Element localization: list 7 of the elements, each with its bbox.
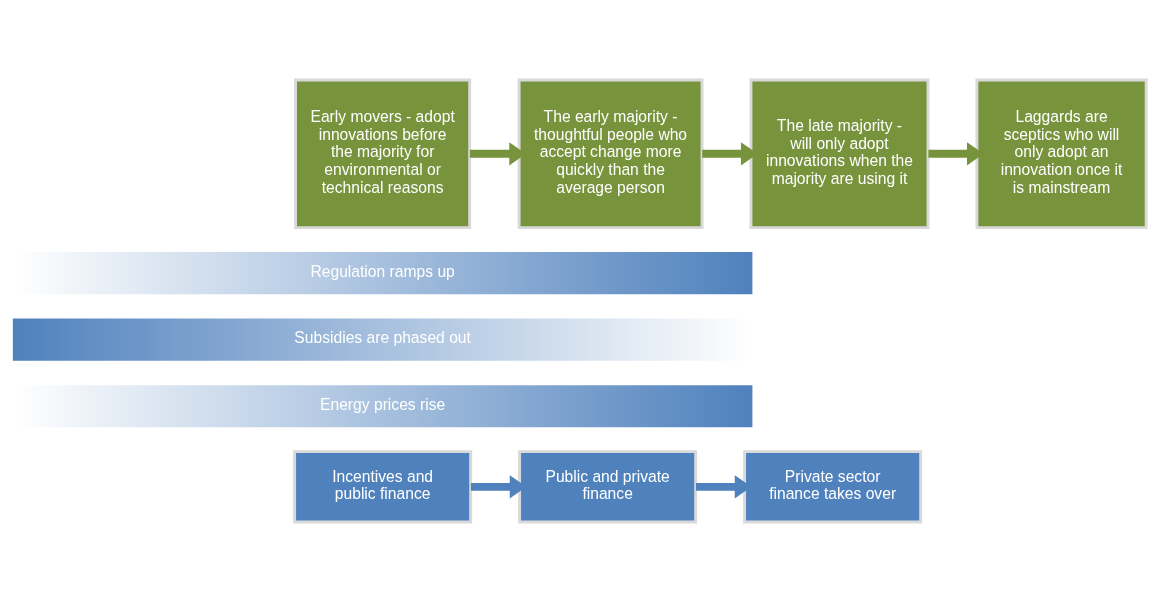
node-box: The late majority - will only adopt innovations when the majority are using it	[749, 78, 930, 230]
node-box: Incentives and public finance	[293, 450, 473, 524]
node-box: Public and private finance	[518, 450, 698, 524]
node-box: Early movers - adopt innovations before the majority for environmental or technical reasons	[294, 78, 472, 230]
node-box: Private sector finance takes over	[743, 450, 923, 524]
node-box: Laggards are sceptics who will only adopt an innovation once it is mainstream	[975, 78, 1148, 230]
node-box: The early majority - thoughtful people who accept change more quickly than the average person	[517, 78, 704, 230]
